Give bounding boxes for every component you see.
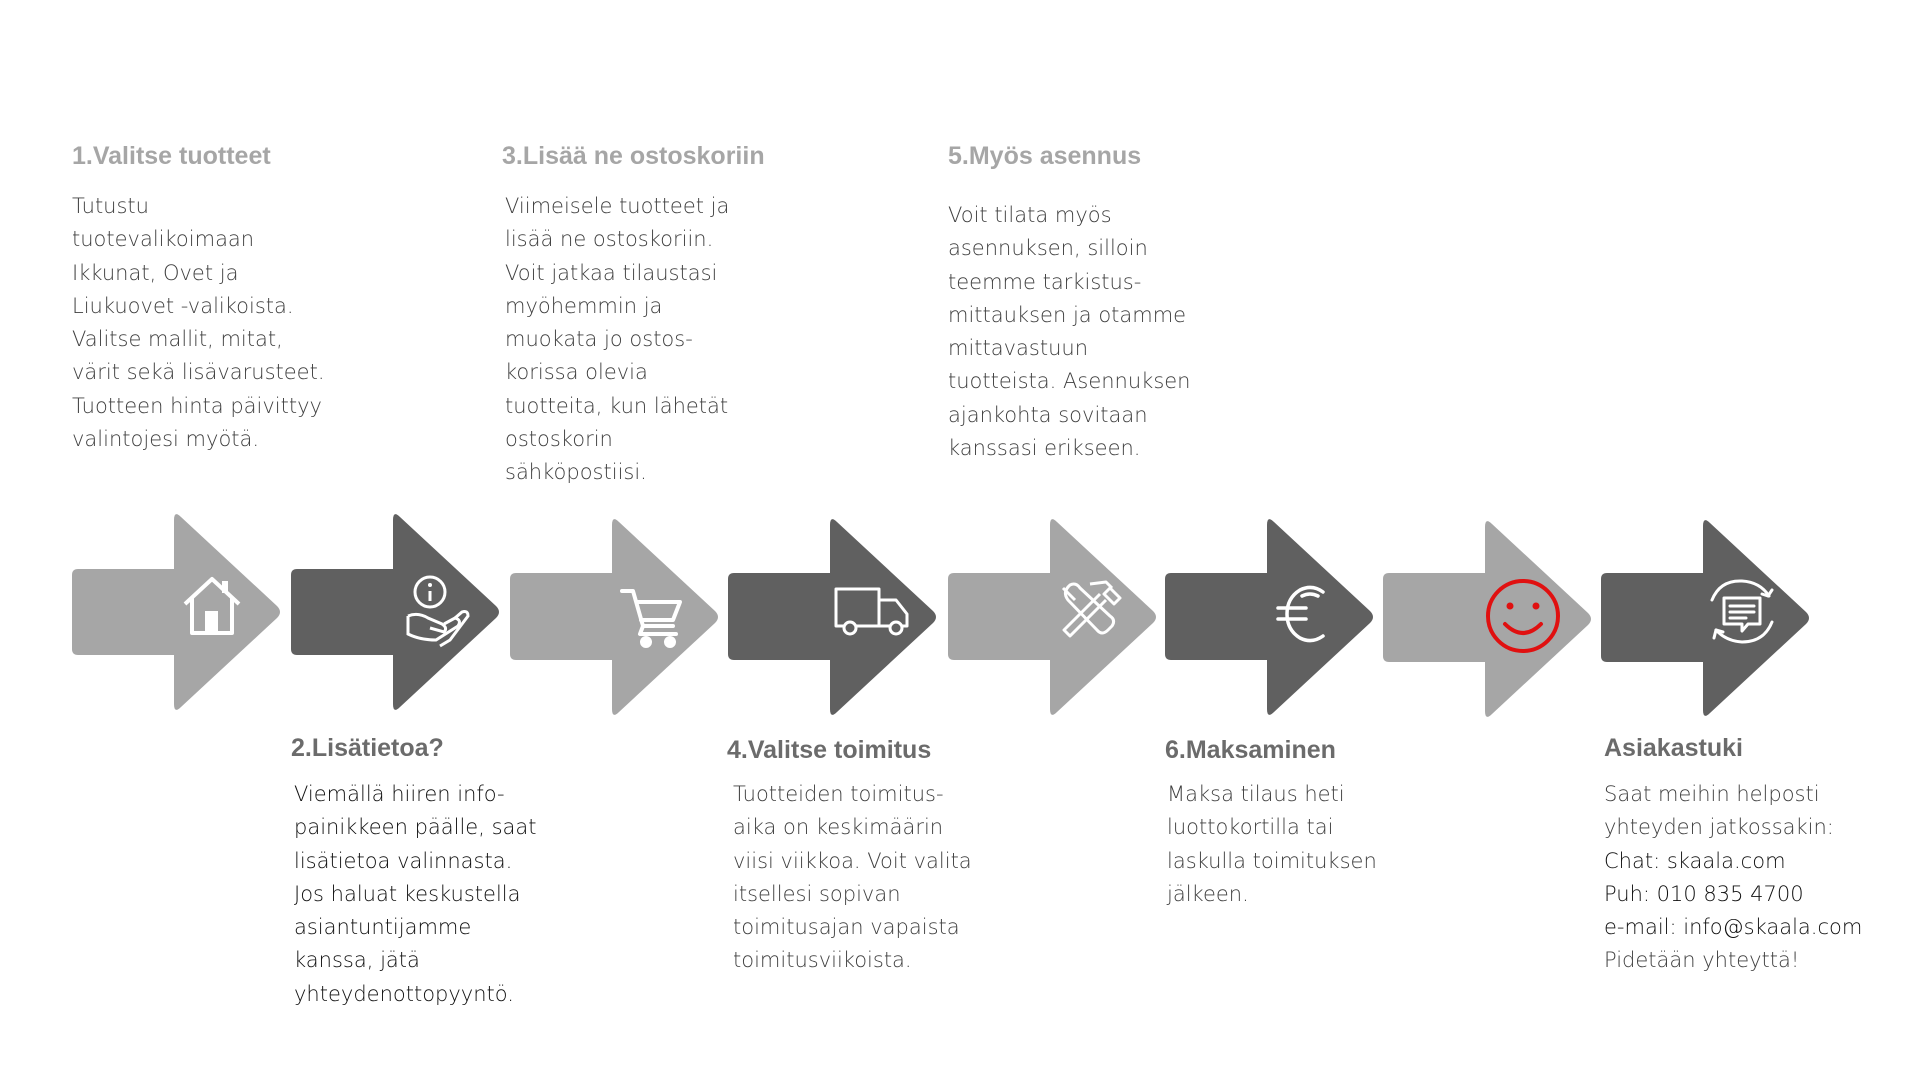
chat-support-icon — [1710, 579, 1774, 644]
step-6-title: 6.Maksaminen — [1165, 736, 1336, 764]
step-6-description: Maksa tilaus heti luottokortilla tai las… — [1167, 782, 1377, 906]
shopping-cart-icon — [620, 589, 682, 648]
step-2-description: Viemällä hiiren info- painikkeen päälle,… — [294, 782, 537, 1006]
support-phone[interactable]: Puh: 010 835 4700 — [1604, 881, 1804, 906]
info-hand-icon — [406, 575, 470, 648]
step-3-description: Viimeisele tuotteet ja lisää ne ostoskor… — [505, 194, 730, 485]
step-5-title: 5.Myös asennus — [948, 142, 1142, 170]
delivery-truck-icon — [834, 587, 909, 636]
arrow-step-2 — [291, 514, 499, 710]
support-line-intro-1: Saat meihin helposti — [1604, 782, 1820, 806]
arrow-step-7 — [1383, 521, 1591, 717]
support-chat-link[interactable]: Chat: skaala.com — [1604, 848, 1786, 873]
support-email[interactable]: e-mail: info@skaala.com — [1604, 915, 1863, 940]
step-5-description: Voit tilata myös asennuksen, silloin tee… — [948, 203, 1191, 461]
arrow-step-5 — [948, 519, 1156, 715]
step-1-description: Tutustu tuotevalikoimaan Ikkunat, Ovet j… — [72, 194, 325, 452]
euro-icon — [1276, 585, 1325, 643]
arrow-step-8 — [1601, 520, 1809, 716]
support-line-intro-2: yhteyden jatkossakin: — [1604, 815, 1834, 840]
step-3-title: 3.Lisää ne ostoskoriin — [502, 142, 765, 170]
support-title: Asiakastuki — [1604, 734, 1743, 762]
support-closing: Pidetään yhteyttä! — [1604, 948, 1800, 973]
arrow-step-1 — [72, 514, 280, 710]
arrow-step-3 — [510, 519, 718, 715]
house-icon — [183, 577, 241, 635]
step-2-title: 2.Lisätietoa? — [291, 734, 444, 762]
support-contact: Saat meihin helposti yhteyden jatkossaki… — [1604, 778, 1862, 978]
step-1-title: 1.Valitse tuotteet — [72, 142, 271, 170]
step-4-title: 4.Valitse toimitus — [727, 736, 932, 764]
smiley-icon — [1486, 579, 1560, 653]
arrow-step-6 — [1165, 519, 1373, 715]
step-4-description: Tuotteiden toimitus- aika on keskimäärin… — [733, 782, 972, 973]
arrow-step-4 — [728, 519, 936, 715]
tools-icon — [1061, 580, 1122, 638]
